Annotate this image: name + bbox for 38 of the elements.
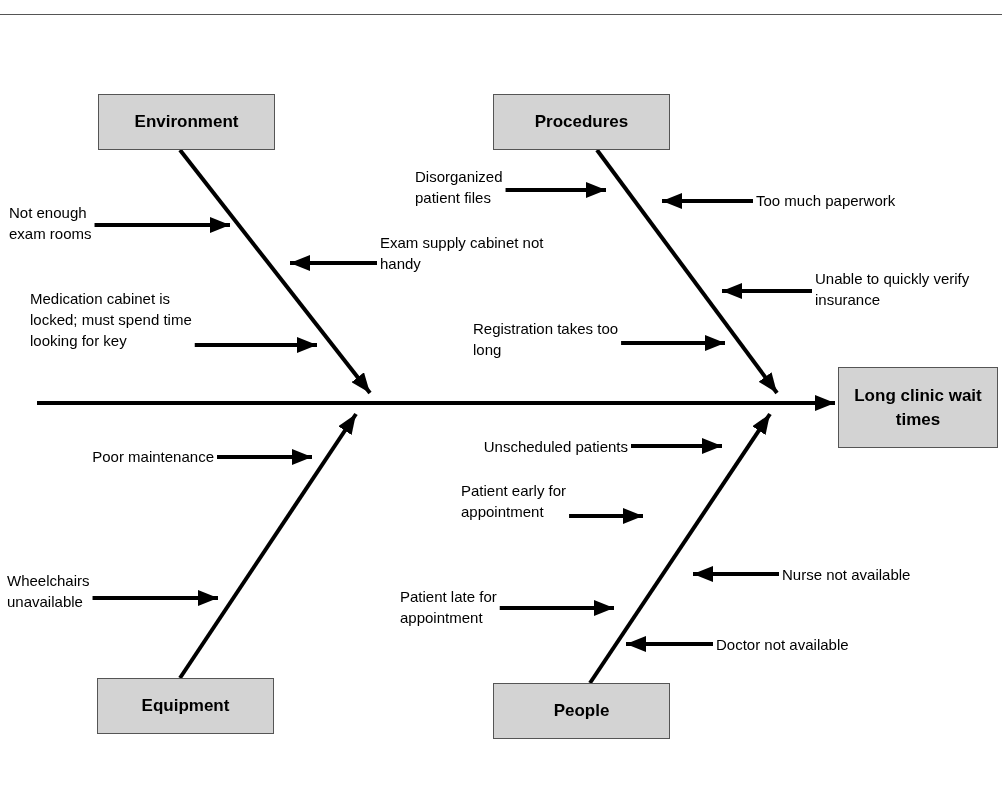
arrow: [626, 636, 713, 652]
cause-label: Registration takes too long: [473, 318, 628, 360]
arrow: [499, 600, 614, 616]
arrow: [178, 148, 372, 395]
arrow: [290, 255, 377, 271]
category-box: Environment: [98, 94, 275, 150]
cause-label: Wheelchairs unavailable: [7, 570, 122, 612]
arrow: [595, 148, 779, 395]
category-box: Procedures: [493, 94, 670, 150]
cause-label: Patient early for appointment: [461, 480, 586, 522]
arrow: [631, 438, 722, 454]
arrow: [505, 182, 606, 198]
cause-label: Patient late for appointment: [400, 586, 518, 628]
cause-label: Poor maintenance: [92, 446, 214, 467]
cause-label: Unable to quickly verify insurance: [815, 268, 980, 310]
cause-label: Medication cabinet is locked; must spend time looking for key: [30, 288, 220, 351]
arrow: [693, 566, 779, 582]
arrow: [194, 337, 317, 353]
arrow: [92, 590, 218, 606]
arrow: [588, 412, 772, 685]
cause-label: Nurse not available: [782, 564, 911, 585]
category-box: Equipment: [97, 678, 274, 734]
cause-label: Doctor not available: [716, 634, 849, 655]
cause-label: Disorganized patient files: [415, 166, 515, 208]
arrow: [37, 395, 835, 411]
arrow: [722, 283, 812, 299]
cause-label: Exam supply cabinet not handy: [380, 232, 545, 274]
arrow: [662, 193, 753, 209]
effect-box: Long clinic wait times: [838, 367, 998, 448]
arrow: [621, 335, 725, 351]
cause-label: Too much paperwork: [756, 190, 896, 211]
arrow: [569, 508, 643, 524]
arrow: [217, 449, 312, 465]
arrow: [94, 217, 230, 233]
cause-label: Unscheduled patients: [483, 436, 628, 457]
cause-label: Not enough exam rooms: [9, 202, 124, 244]
category-box: People: [493, 683, 670, 739]
arrow: [178, 412, 358, 680]
